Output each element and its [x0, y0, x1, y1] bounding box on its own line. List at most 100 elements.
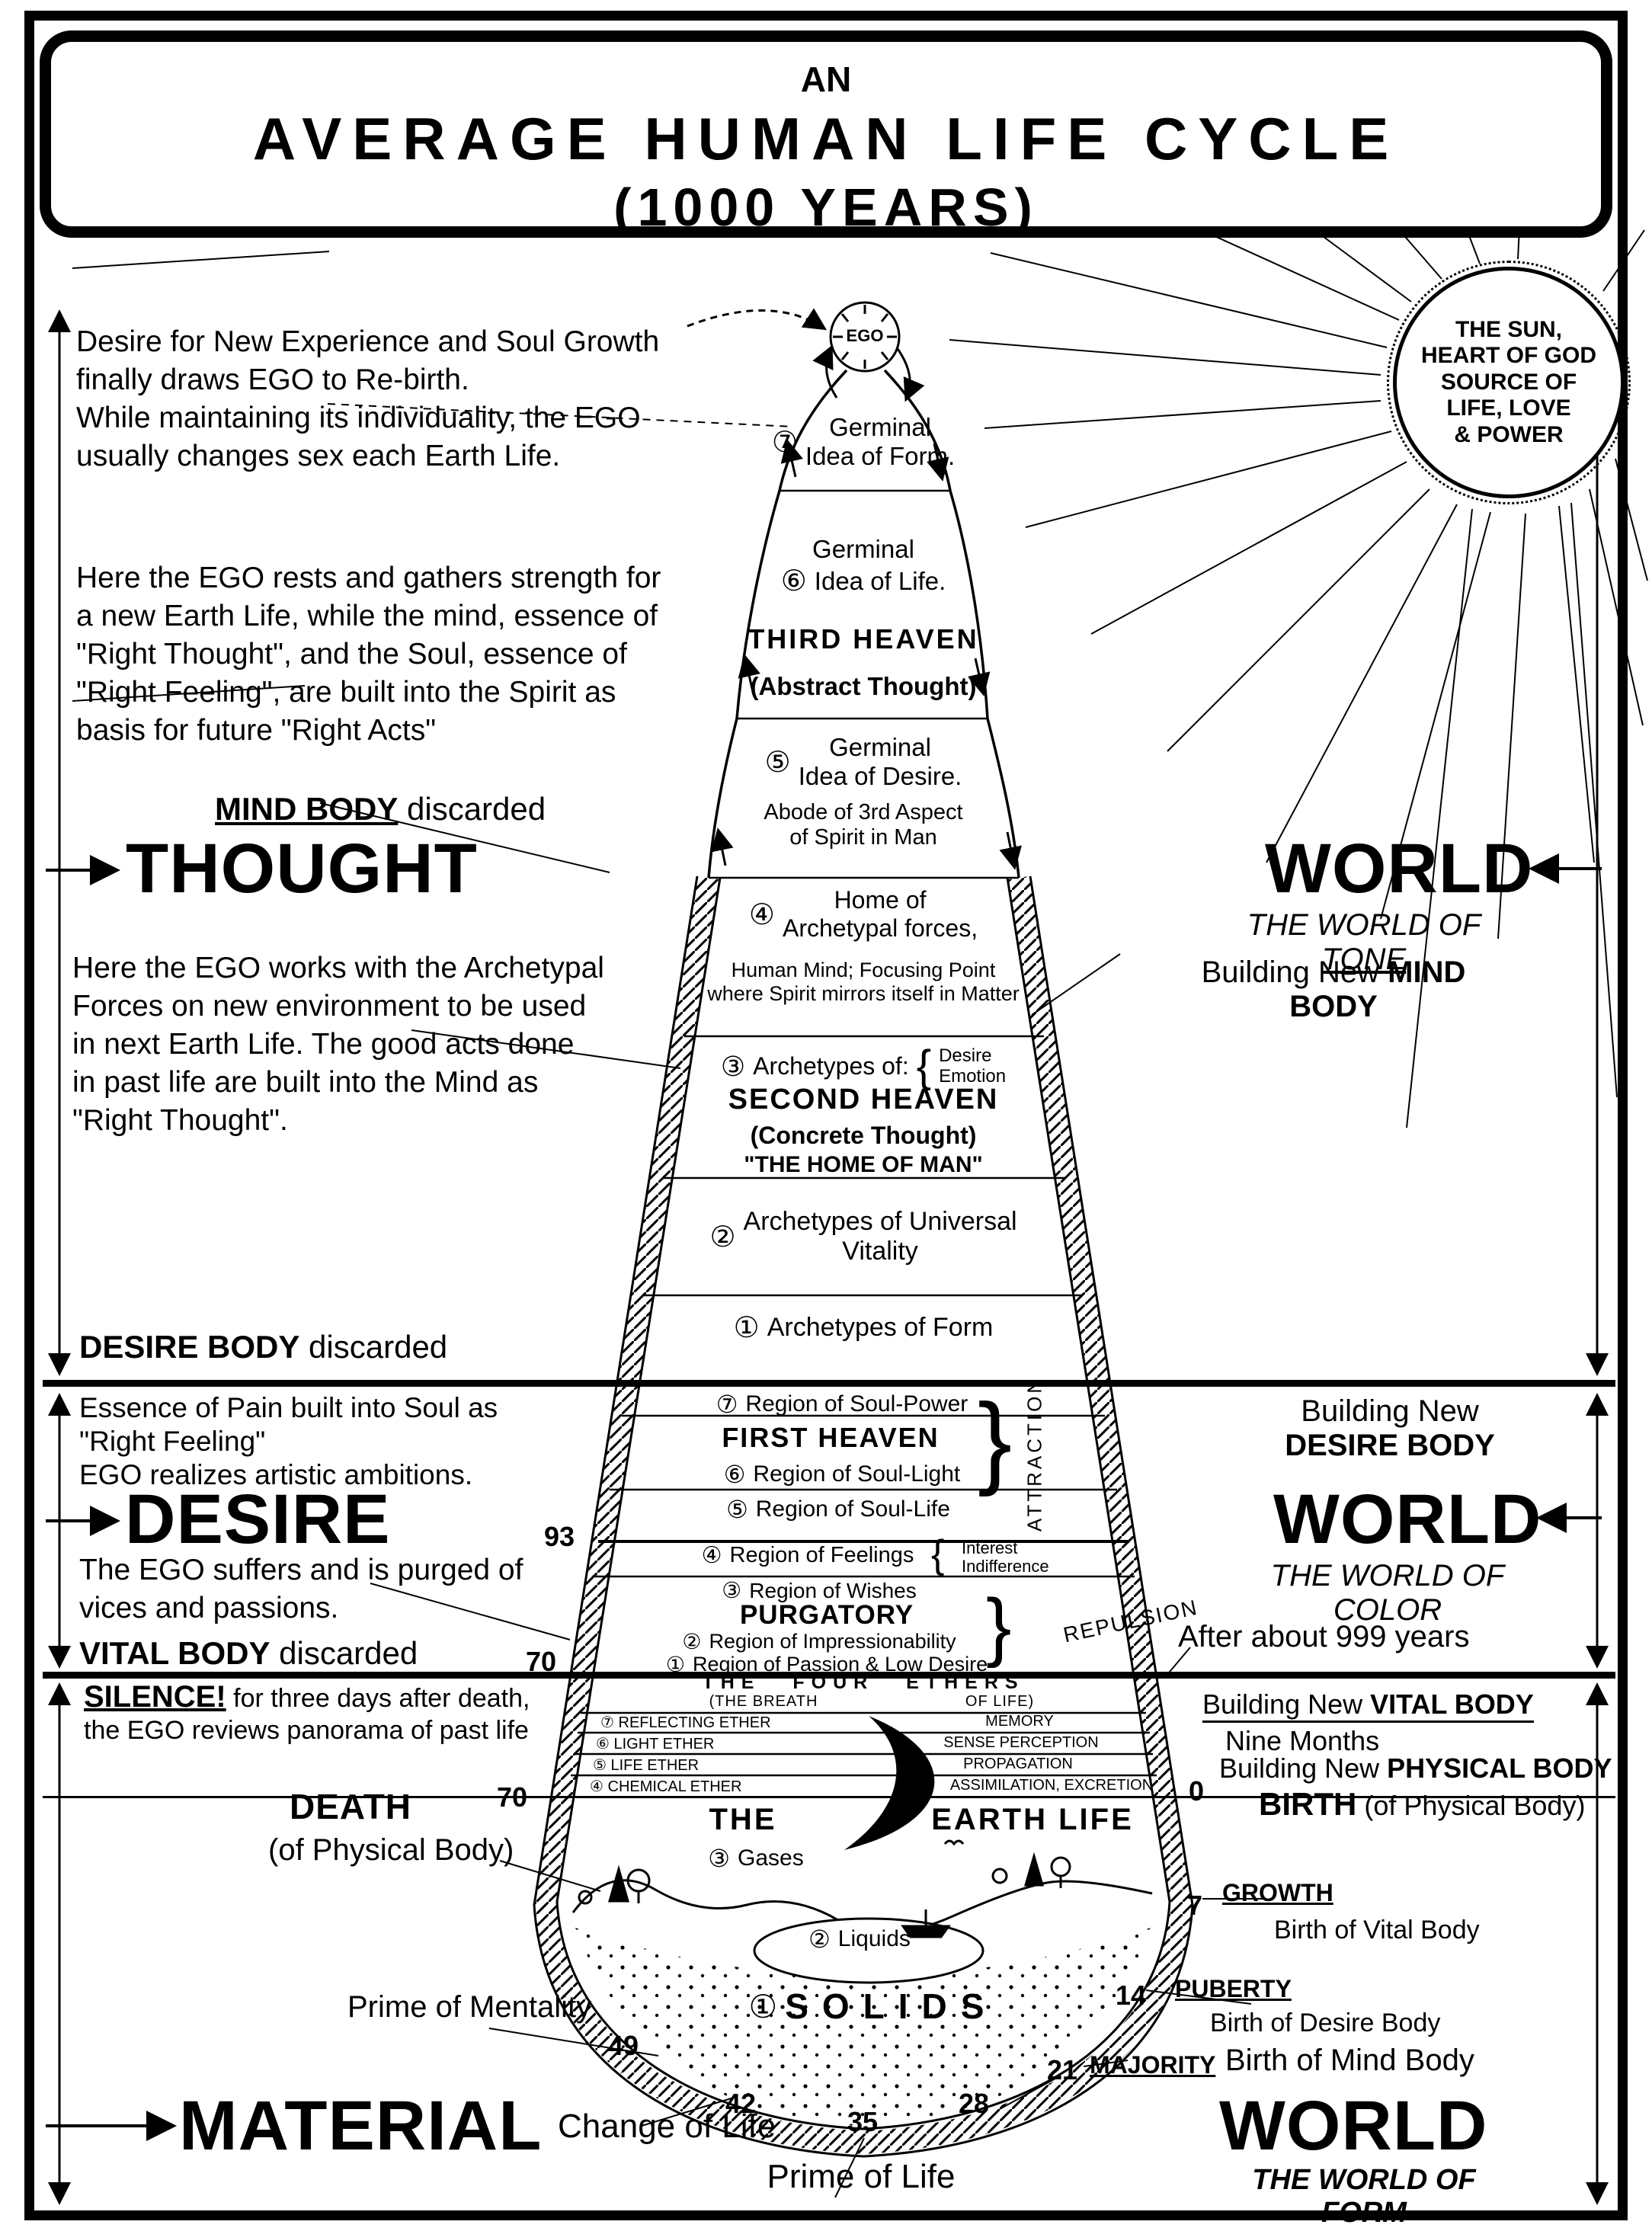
desire-body-label: DESIRE BODY [79, 1329, 300, 1365]
building-physical-body: Building New PHYSICAL BODY [1219, 1752, 1612, 1784]
tone-pre: THE WORLD OF [1247, 908, 1481, 942]
of-life-label: OF LIFE) [965, 1693, 1035, 1710]
vital-body-label: VITAL BODY [79, 1635, 271, 1671]
tree-icon [578, 1890, 593, 1905]
building-desire-body: Building New DESIRE BODY [1259, 1394, 1521, 1463]
puberty-label: PUBERTY [1175, 1975, 1292, 2002]
world-label-2: WORLD [1273, 1480, 1542, 1558]
third-heaven-label: THIRD HEAVEN [748, 623, 979, 655]
circle-4-icon: ④ [590, 1778, 603, 1795]
flow-arrows [687, 308, 1022, 870]
second-heaven-label: SECOND HEAVEN [728, 1083, 999, 1116]
impressionability-text: Region of Impressionability [709, 1630, 956, 1653]
tone-word: TONE [1321, 943, 1407, 976]
age-7: 7 [1187, 1890, 1203, 1921]
discarded-label: discarded [398, 791, 546, 827]
cone-section-lines [571, 489, 1157, 1777]
circle-6-icon: ⑥ [780, 565, 807, 597]
ego-rest-note: Here the EGO rests and gathers strength … [76, 562, 661, 747]
material-world-label: MATERIAL [179, 2087, 543, 2165]
home-of-man-label: "THE HOME OF MAN" [744, 1152, 983, 1177]
puberty-sub-label: Birth of Desire Body [1210, 2009, 1441, 2037]
age-28: 28 [959, 2088, 990, 2119]
circle-1-icon: ① [733, 1312, 760, 1344]
title-years: (1000 YEARS) [613, 178, 1039, 237]
abode-3rd-aspect-text: Abode of 3rd Aspect of Spirit in Man [764, 800, 963, 850]
tree-icon [991, 1868, 1008, 1884]
majority-sub-label: Birth of Mind Body [1225, 2044, 1474, 2077]
wishes-text: Region of Wishes [749, 1578, 917, 1602]
mind-body-label: MIND BODY [1289, 955, 1466, 1023]
desire-body-label: DESIRE BODY [1285, 1429, 1495, 1462]
landscape [571, 1839, 1153, 2126]
building-new: Building New [1219, 1752, 1388, 1784]
circle-5-icon: ⑤ [764, 746, 791, 779]
liquids-text: Liquids [837, 1926, 911, 1951]
archetypal-forces-text: Home of Archetypal forces, [782, 886, 978, 942]
tree-icon [1050, 1856, 1071, 1877]
world-of-color-label: THE WORLD OF COLOR [1270, 1559, 1505, 1627]
death-label: DEATH [290, 1787, 412, 1826]
universal-vitality-text: Archetypes of Universal Vitality [743, 1207, 1017, 1266]
age-35: 35 [847, 2106, 879, 2137]
passion-low-desire-text: Region of Passion & Low Desire [692, 1653, 988, 1676]
rebirth-note: Desire for New Experience and Soul Growt… [76, 325, 660, 472]
leader-lines [72, 251, 1266, 2198]
ether-reflecting: ⑦ REFLECTING ETHER [600, 1713, 771, 1732]
majority-label: MAJORITY [1090, 2051, 1216, 2079]
prime-of-life-label: Prime of Life [767, 2158, 956, 2195]
circle-7-icon: ⑦ [600, 1714, 614, 1731]
nine-months-label: Nine Months [1225, 1725, 1380, 1756]
germinal-desire-text: Germinal Idea of Desire. [798, 733, 962, 790]
solids-stipple [575, 1928, 1151, 2126]
archetypal-note: Here the EGO works with the Archetypal F… [72, 952, 604, 1137]
circle-1-icon: ① [748, 1988, 778, 2025]
building-new: Building New [1301, 1394, 1479, 1428]
world-label-3: WORLD [1219, 2087, 1488, 2165]
feelings-brace-icon: { [931, 1532, 945, 1576]
germinal-form-text: Germinal Idea of Form. [805, 413, 956, 470]
age-70-vital: 70 [526, 1646, 557, 1677]
ether-light: ⑥ LIGHT ETHER [596, 1734, 714, 1753]
repulsion-brace-icon: } [986, 1583, 1012, 1669]
brace-icon: { [916, 1042, 932, 1091]
building-vital-body: Building New VITAL BODY [1202, 1688, 1534, 1723]
ether-life: ⑤ LIFE ETHER [593, 1756, 699, 1775]
attraction-label: ATTRACTION [1023, 1375, 1046, 1532]
vital-body-discarded: VITAL BODY discarded [79, 1635, 418, 1672]
building-new: Building New [1202, 1688, 1371, 1720]
circle-7-icon: ⑦ [771, 426, 798, 459]
purgatory-label: PURGATORY [739, 1600, 914, 1630]
prime-of-mentality-label: Prime of Mentality [347, 1990, 592, 2024]
discarded-label: discarded [270, 1635, 418, 1671]
sense-perception-label: SENSE PERCEPTION [943, 1734, 1099, 1751]
birth-word: BIRTH [1259, 1786, 1357, 1822]
soul-light-text: Region of Soul-Light [753, 1461, 961, 1487]
reflecting-ether-text: REFLECTING ETHER [618, 1714, 771, 1731]
age-42: 42 [725, 2088, 757, 2119]
concrete-thought-label: (Concrete Thought) [750, 1122, 977, 1149]
age-14: 14 [1116, 1980, 1147, 2011]
desire-body-discarded: DESIRE BODY discarded [79, 1329, 447, 1365]
silence-label: SILENCE! [84, 1680, 226, 1714]
bird-icon [943, 1839, 965, 1846]
desire-emotion-text: Desire Emotion [939, 1045, 1007, 1087]
crescent-moon-icon [844, 1716, 935, 1850]
silence-note: SILENCE! for three days after death, the… [84, 1681, 602, 1746]
soul-power-text: Region of Soul-Power [745, 1391, 968, 1416]
change-of-life-label: Change of Life [558, 2108, 776, 2145]
solids-text: SOLIDS [785, 1986, 998, 2026]
abstract-thought-label: (Abstract Thought) [750, 672, 977, 700]
chemical-ether-text: CHEMICAL ETHER [607, 1778, 742, 1795]
